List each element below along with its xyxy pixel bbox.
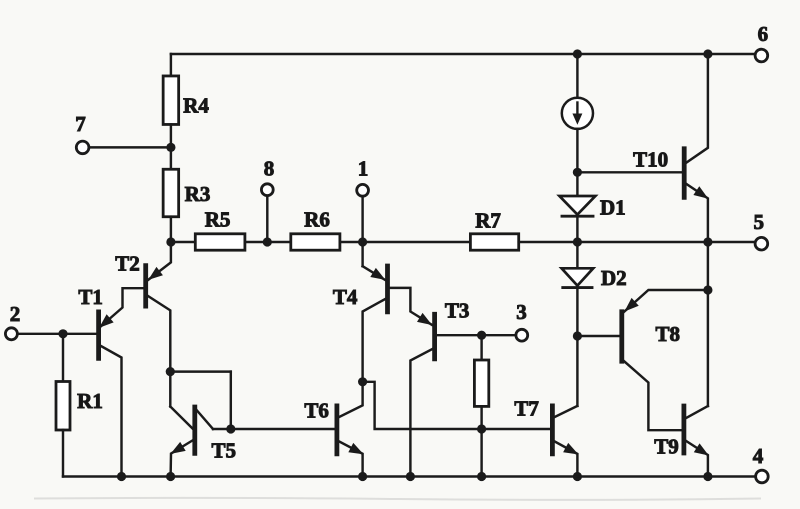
svg-text:3: 3 [516, 300, 527, 324]
svg-text:R4: R4 [183, 94, 209, 118]
svg-text:R7: R7 [475, 209, 501, 233]
svg-text:T8: T8 [656, 322, 681, 346]
svg-text:4: 4 [753, 444, 764, 468]
svg-text:R3: R3 [185, 182, 211, 206]
svg-text:7: 7 [75, 112, 86, 136]
svg-text:8: 8 [264, 157, 275, 181]
svg-text:T10: T10 [633, 148, 668, 172]
svg-text:T1: T1 [78, 285, 103, 309]
svg-text:5: 5 [754, 210, 765, 234]
svg-text:T7: T7 [514, 396, 539, 420]
svg-text:R5: R5 [205, 207, 231, 231]
svg-text:T3: T3 [445, 299, 470, 323]
svg-text:D2: D2 [601, 266, 627, 290]
svg-text:T5: T5 [211, 439, 236, 463]
svg-text:6: 6 [758, 22, 769, 46]
svg-text:T6: T6 [304, 399, 329, 423]
svg-text:2: 2 [10, 302, 21, 326]
svg-text:T4: T4 [333, 285, 358, 309]
svg-text:T9: T9 [654, 434, 679, 458]
svg-text:D1: D1 [600, 195, 626, 219]
svg-text:1: 1 [358, 157, 369, 181]
svg-text:R6: R6 [304, 208, 330, 232]
svg-text:R1: R1 [77, 389, 103, 413]
svg-text:T2: T2 [115, 252, 140, 276]
